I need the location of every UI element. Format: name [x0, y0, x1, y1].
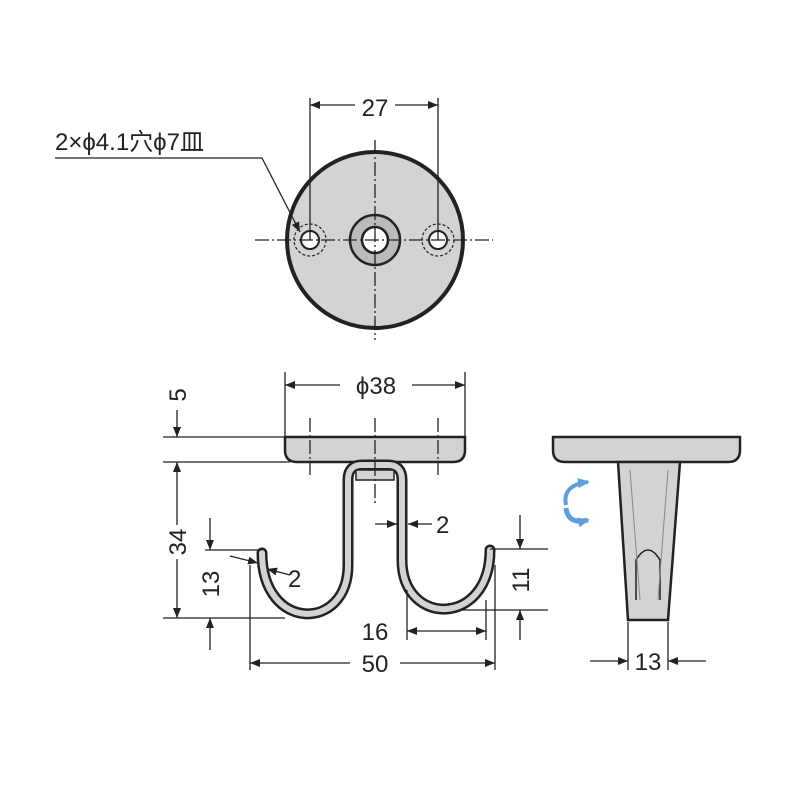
side-view: 13	[551, 435, 742, 676]
dim-hole-pitch: 27	[362, 95, 389, 122]
top-view: 27 2×ϕ4.1穴ϕ7皿	[55, 95, 493, 340]
dim-hook-depth-right: 11	[508, 568, 535, 593]
hook-side	[616, 460, 682, 622]
dim-overall-height: 34	[165, 529, 192, 556]
dim-hook-opening: 16	[362, 619, 389, 646]
dim-wire-stem: 2	[436, 512, 449, 539]
front-view: ϕ38 5 34 13 2 2 11 16 50	[163, 372, 548, 678]
dim-side-width: 13	[635, 649, 662, 676]
rotation-arrow-icon	[563, 478, 590, 528]
hole-spec-leader	[55, 157, 301, 233]
hole-spec-label: 2×ϕ4.1穴ϕ7皿	[55, 129, 204, 156]
dim-plate-diameter: ϕ38	[356, 373, 396, 400]
dim-wire-left: 2	[288, 566, 301, 593]
dim-overall-width: 50	[362, 651, 389, 678]
base-plate-side	[551, 435, 742, 464]
dim-hook-depth-left: 13	[198, 571, 225, 598]
dim-plate-thickness: 5	[165, 388, 192, 401]
